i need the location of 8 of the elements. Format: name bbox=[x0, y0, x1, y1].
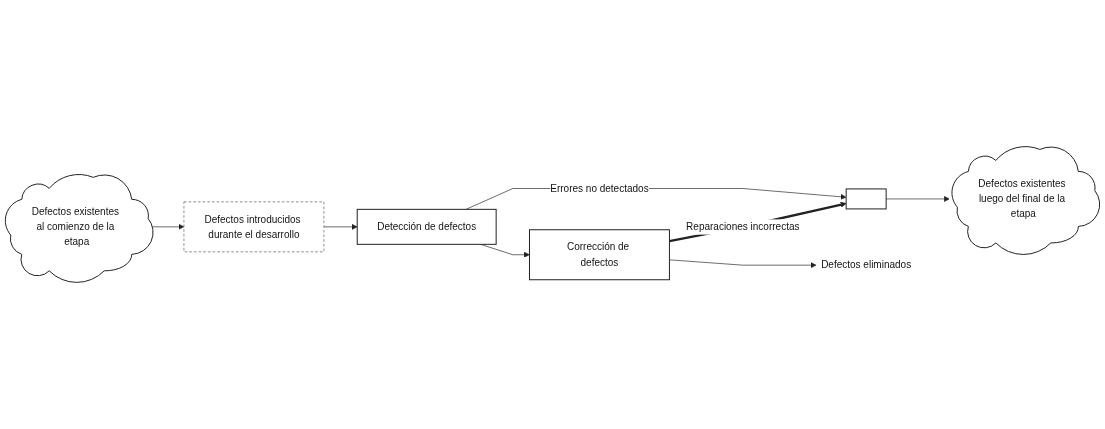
edge-label: Reparaciones incorrectas bbox=[686, 220, 800, 232]
arrow bbox=[669, 201, 847, 243]
node-text: Defectos eliminados bbox=[821, 258, 912, 271]
node-box bbox=[845, 188, 887, 210]
node-box: Detección de defectos bbox=[356, 208, 497, 245]
node-box: Corrección de defectos bbox=[528, 229, 670, 281]
node-box: Defectos introducidos durante el desarrollo bbox=[183, 201, 325, 253]
edge-label: Errores no detectados bbox=[550, 182, 649, 194]
